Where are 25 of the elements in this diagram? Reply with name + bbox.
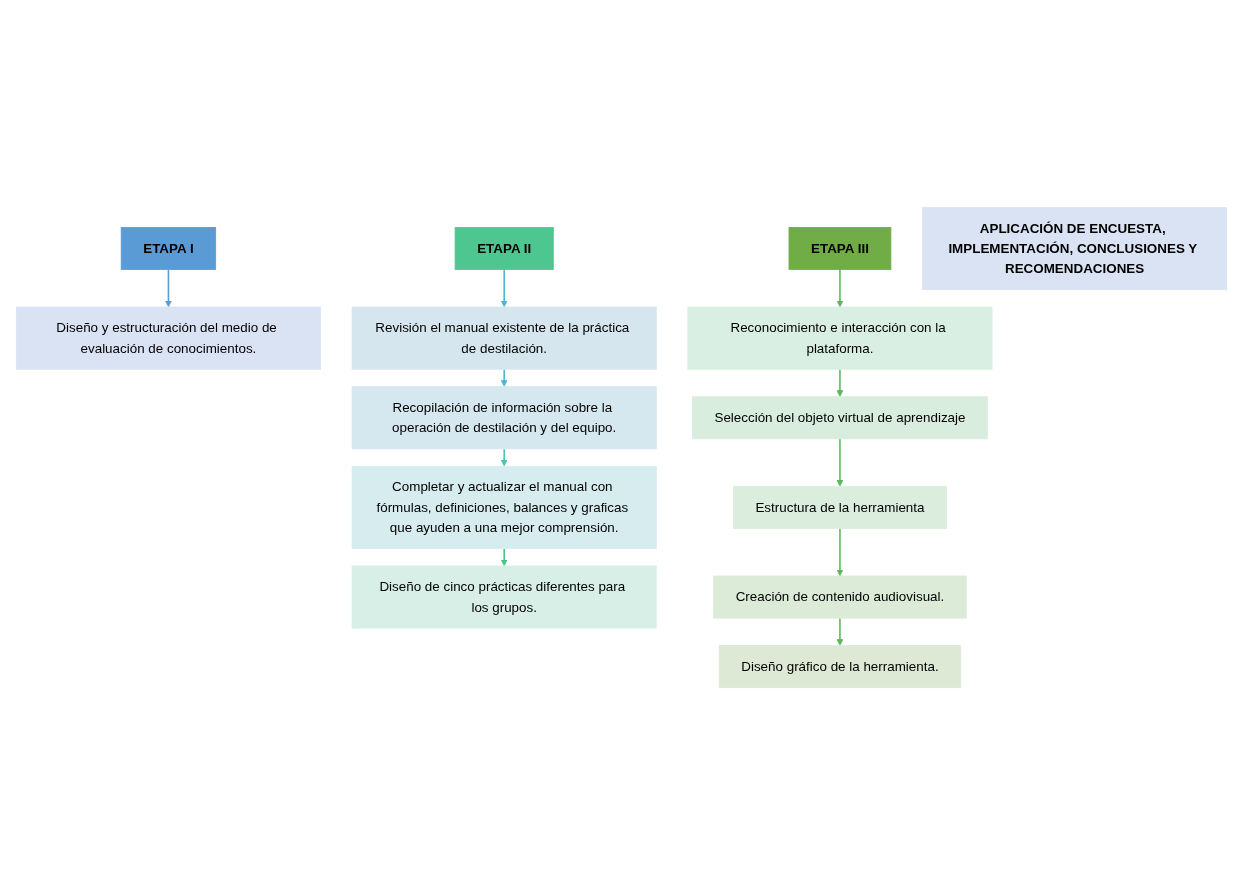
node-box (687, 306, 993, 370)
node-box (922, 206, 1228, 290)
node-box (788, 226, 892, 270)
node-box (732, 485, 947, 529)
node-box (691, 395, 988, 439)
arrow (500, 268, 508, 307)
node-box (713, 575, 967, 619)
arrow (836, 527, 844, 576)
arrow (836, 616, 844, 646)
node-box (454, 226, 554, 270)
arrow (500, 367, 508, 387)
node-box (351, 565, 657, 629)
arrow (500, 447, 508, 467)
arrow (500, 547, 508, 566)
arrow (836, 437, 844, 487)
node-box (351, 306, 657, 370)
node-box (351, 385, 657, 449)
arrow (164, 268, 172, 307)
node-box (15, 306, 321, 370)
arrow (836, 367, 844, 397)
node-box (718, 644, 962, 688)
node-box (351, 465, 657, 549)
arrow (836, 268, 844, 307)
flowchart-drawing: ETAPA I Diseño y estructuración del medio de evaluación de conocimientos. ETAPA II Revisión el manual existente de la práctica de destilación. Recopilación de información sobre la operación de destilación y del equipo. Completar y actualizar el manual con fórmulas, definiciones, balances y graficas que ayuden a una mejor comprensión. Diseño de cinco prácticas diferentes para los grupos. ETAPA III Reconocimiento e interacción con la plataforma. Selección del objeto virtual de aprendizaje Estructura de la herramienta Creación de contenido audiovisual. Diseño gráfico de la herramienta. APLICACIÓN DE ENCUESTA, IMPLEMENTACIÓN, CONCLUSIONES Y RECOMENDACIONES (10, 200, 1233, 694)
node-box (120, 226, 217, 270)
